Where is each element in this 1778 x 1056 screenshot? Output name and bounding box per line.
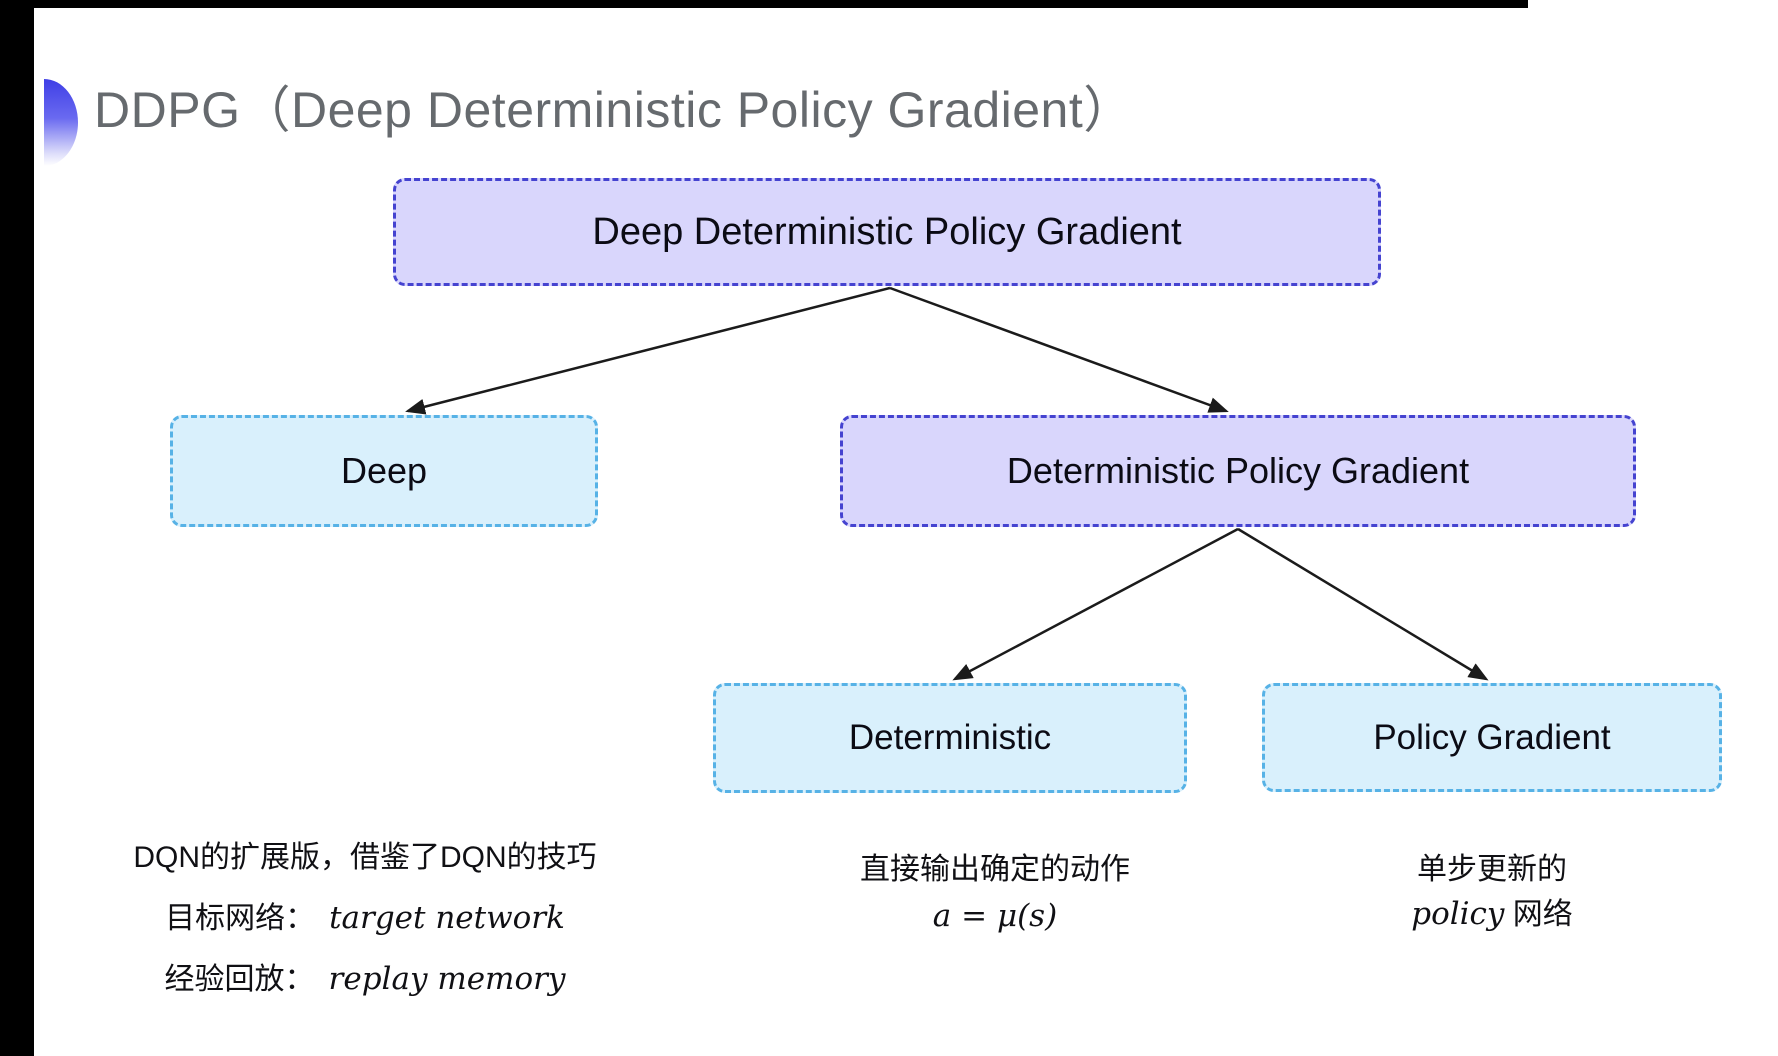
note-deep-line3-label: 经验回放： (164, 963, 315, 996)
node-dpg-label: Deterministic Policy Gradient (1006, 450, 1470, 491)
top-black-bar (0, 0, 1528, 8)
note-deep-line2: 目标网络： target network (120, 900, 610, 937)
note-deep-line2-value: target network (329, 900, 565, 936)
note-policy-gradient-line2: policy 网络 (1282, 896, 1702, 933)
page-title: DDPG（Deep Deterministic Policy Gradient） (94, 82, 1134, 138)
left-black-bar (0, 0, 34, 1056)
node-root: Deep Deterministic Policy Gradient (393, 178, 1381, 286)
note-deep-line3: 经验回放： replay memory (120, 961, 610, 998)
node-deep: Deep (170, 415, 598, 527)
note-deep-line3-value: replay memory (328, 961, 566, 997)
node-deep-label: Deep (340, 450, 428, 491)
note-deterministic: 直接输出确定的动作 a = μ(s) (780, 852, 1210, 944)
arrow-root-to-dpg (889, 286, 1229, 413)
node-deterministic-label: Deterministic (848, 718, 1052, 757)
note-deep-line1: DQN的扩展版，借鉴了DQN的技巧 (133, 841, 597, 874)
arrow-dpg-to-deterministic (952, 527, 1239, 681)
arrow-root-to-deep (405, 286, 891, 415)
note-deep-line2-label: 目标网络： (165, 902, 316, 935)
note-policy-gradient: 单步更新的 policy 网络 (1282, 852, 1702, 941)
node-deterministic: Deterministic (713, 683, 1187, 793)
note-policy-gradient-line2-italic: policy (1411, 896, 1505, 932)
note-deterministic-line1: 直接输出确定的动作 (860, 853, 1130, 886)
title-bullet-icon (44, 79, 78, 166)
node-root-label: Deep Deterministic Policy Gradient (592, 210, 1182, 253)
note-policy-gradient-line2-rest: 网络 (1504, 898, 1573, 931)
note-policy-gradient-line1: 单步更新的 (1417, 853, 1567, 886)
arrow-dpg-to-policy-gradient (1237, 527, 1489, 681)
node-policy-gradient: Policy Gradient (1262, 683, 1722, 792)
node-deterministic-policy-gradient: Deterministic Policy Gradient (840, 415, 1636, 527)
note-deep: DQN的扩展版，借鉴了DQN的技巧 目标网络： target network 经验… (120, 840, 610, 1022)
node-policy-gradient-label: Policy Gradient (1373, 717, 1611, 757)
note-deterministic-formula: a = μ(s) (932, 898, 1058, 934)
